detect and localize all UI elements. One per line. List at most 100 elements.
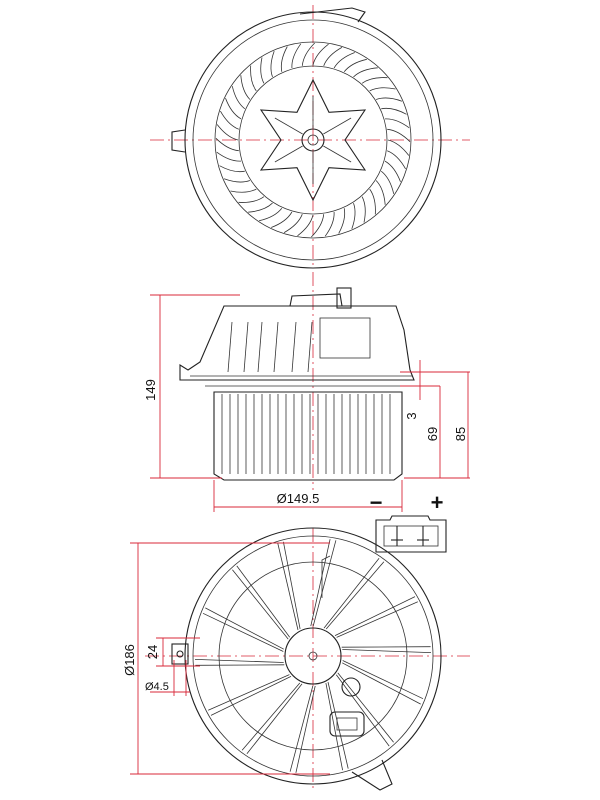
top-hub-ring bbox=[301, 128, 325, 152]
wheel-blade bbox=[312, 43, 329, 66]
wheel-blade bbox=[338, 208, 346, 234]
wheel-blade bbox=[297, 214, 314, 237]
dim-3-label: 3 bbox=[404, 412, 419, 419]
bottom-top-rib-link bbox=[321, 555, 331, 598]
side-view: 149 3 69 85 Ø149.5 bbox=[143, 272, 470, 512]
housing-rib-edge bbox=[342, 662, 421, 705]
housing-rib-edge bbox=[342, 649, 432, 653]
wheel-blade bbox=[333, 52, 355, 69]
dim-45-label: Ø4.5 bbox=[145, 681, 169, 693]
wheel-blade bbox=[375, 97, 403, 102]
side-wheel-vanes bbox=[221, 394, 391, 474]
housing-rib bbox=[291, 321, 297, 373]
housing-rib bbox=[310, 539, 331, 627]
housing-rib bbox=[307, 321, 313, 373]
wheel-blade bbox=[381, 107, 407, 115]
wheel-blade bbox=[387, 128, 411, 142]
housing-rib-edge bbox=[194, 659, 284, 663]
wheel-blade bbox=[369, 87, 396, 92]
wheel-blade bbox=[259, 207, 283, 222]
top-hub-star bbox=[259, 78, 367, 202]
housing-rib-edge bbox=[236, 565, 291, 638]
housing-rib bbox=[342, 660, 424, 700]
housing-rib bbox=[337, 672, 394, 743]
wheel-blade bbox=[283, 214, 303, 233]
side-wheel bbox=[213, 391, 403, 481]
wheel-blade bbox=[280, 46, 288, 72]
connector-shell bbox=[375, 515, 447, 553]
wheel-blade bbox=[384, 118, 410, 129]
wheel-blade bbox=[387, 139, 410, 156]
wheel-blade bbox=[260, 57, 265, 84]
wheel-blade bbox=[361, 196, 366, 223]
top-view bbox=[150, 5, 470, 269]
housing-rib bbox=[257, 321, 263, 373]
wheel-blade bbox=[361, 77, 388, 84]
housing-rib bbox=[210, 676, 292, 716]
wheel-blade bbox=[240, 75, 251, 100]
bottom-mount-tab bbox=[171, 643, 189, 665]
housing-rib bbox=[327, 681, 349, 769]
bottom-view: Ø186 24 Ø4.5 bbox=[122, 527, 470, 791]
dim-149-label: 149 bbox=[143, 379, 158, 401]
wheel-blade bbox=[301, 42, 315, 66]
wheel-blade bbox=[238, 196, 265, 203]
hub-spoke bbox=[323, 117, 352, 135]
wheel-blade bbox=[353, 67, 378, 78]
housing-rib-edge bbox=[312, 540, 337, 627]
wheel-blade bbox=[215, 138, 239, 152]
wheel-blade bbox=[369, 188, 376, 215]
wheel-blade bbox=[250, 65, 257, 92]
wheel-blade bbox=[225, 98, 242, 120]
wheel-blade bbox=[324, 211, 335, 237]
housing-rib-edge bbox=[205, 607, 284, 650]
housing-rib bbox=[195, 664, 285, 666]
hub-spoke bbox=[274, 145, 303, 163]
bottom-housing-outer bbox=[184, 527, 442, 785]
bottom-connector-inner bbox=[336, 717, 358, 731]
hub-spoke bbox=[274, 117, 303, 135]
bottom-resistor-cap bbox=[341, 677, 361, 697]
side-motor-block bbox=[319, 317, 371, 359]
housing-rib-edge bbox=[336, 601, 418, 638]
hub-star-outline bbox=[259, 78, 367, 202]
housing-rib bbox=[227, 321, 233, 373]
top-clip-tab bbox=[299, 7, 366, 23]
housing-rib-edge bbox=[335, 674, 390, 747]
top-wheel-blades bbox=[215, 42, 411, 238]
wheel-blade bbox=[387, 150, 406, 170]
dim-69-label: 69 bbox=[425, 427, 440, 441]
housing-rib-edge bbox=[241, 682, 301, 751]
top-housing-inner bbox=[192, 19, 434, 261]
bottom-rib-ring bbox=[218, 561, 408, 751]
wheel-blade bbox=[231, 86, 246, 110]
wheel-blade bbox=[380, 170, 395, 194]
bottom-shaft bbox=[308, 651, 318, 661]
wheel-blade bbox=[220, 110, 239, 130]
wheel-blade bbox=[375, 180, 386, 205]
connector-inner bbox=[383, 525, 439, 547]
plus-sign: + bbox=[431, 490, 444, 515]
dim-24-label: 24 bbox=[145, 645, 160, 659]
bottom-housing-inner bbox=[192, 535, 434, 777]
connector-pinout: − + bbox=[370, 490, 447, 553]
housing-rib bbox=[341, 646, 431, 648]
side-housing-ribs bbox=[227, 321, 313, 373]
housing-rib-edge bbox=[325, 683, 343, 771]
bottom-clip-tab bbox=[351, 759, 393, 791]
wheel-blade bbox=[343, 58, 367, 73]
minus-sign: − bbox=[370, 490, 383, 515]
housing-rib bbox=[277, 543, 299, 631]
housing-rib bbox=[323, 557, 380, 629]
housing-rib bbox=[243, 321, 249, 373]
dim-85-label: 85 bbox=[453, 427, 468, 441]
side-connector-top bbox=[336, 287, 352, 309]
wheel-blade bbox=[311, 214, 325, 238]
wheel-blade bbox=[219, 165, 245, 173]
wheel-blade bbox=[248, 202, 273, 213]
wheel-blade bbox=[271, 211, 293, 228]
wheel-blade bbox=[291, 43, 302, 69]
wheel-blade bbox=[351, 202, 356, 230]
side-housing bbox=[179, 305, 415, 381]
housing-rib-edge bbox=[325, 561, 385, 630]
